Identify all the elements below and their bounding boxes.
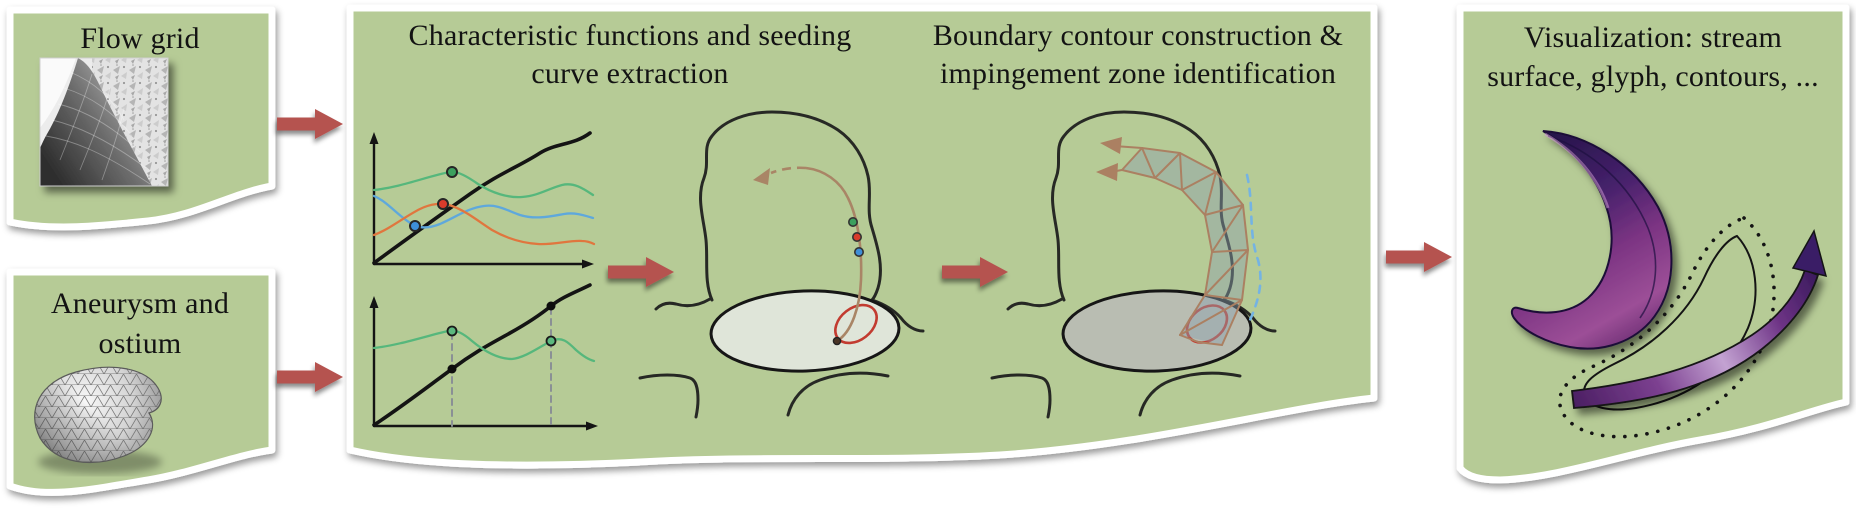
green-max-marker [446, 325, 458, 337]
aneurysm-title-line2: ostium [98, 327, 182, 360]
red-sample-dot [851, 232, 862, 243]
blue-dashed-boundary [1245, 173, 1262, 322]
visualization-title-line2: surface, glyph, contours, ... [1487, 60, 1819, 93]
stream-surface-rendering [1510, 130, 1673, 350]
boundary-step-title: Boundary contour construction & impingem… [880, 17, 1396, 93]
contour-dotted [1557, 215, 1776, 439]
band-arrowhead [1100, 137, 1122, 154]
flow-grid-title: Flow grid [30, 20, 250, 58]
flow-grid-title-text: Flow grid [80, 22, 200, 55]
aneurysm-title: Aneurysm and ostium [15, 284, 265, 364]
boundary-step-title-line2: impingement zone identification [939, 57, 1337, 90]
characteristic-top-chart [369, 131, 596, 269]
streamline-arrowhead [753, 168, 770, 185]
ostium-ellipse [1061, 289, 1253, 373]
aneurysm-sketch-boundary [990, 110, 1277, 419]
visualization-title-line1: Visualization: stream [1523, 21, 1783, 54]
visualization-title: Visualization: stream surface, glyph, co… [1462, 18, 1844, 96]
blue-min-marker [409, 220, 421, 232]
red-max-marker [437, 198, 449, 210]
green-max-marker [545, 335, 557, 347]
blue-sample-dot [853, 247, 864, 258]
black-dot-marker [546, 301, 556, 311]
characteristic-bottom-chart [369, 283, 598, 431]
ostium-ellipse [709, 289, 901, 373]
green-sample-dot [847, 217, 858, 228]
seeding-step-title-line1: Characteristic functions and seeding [408, 19, 852, 52]
streamline-dashed-tail [770, 166, 807, 175]
boundary-step-title-line1: Boundary contour construction & [932, 19, 1344, 52]
arrow-flowgrid-to-pipeline [277, 109, 343, 139]
aneurysm-sketch-seeding [638, 110, 925, 419]
band-arrowhead [1096, 163, 1118, 181]
seed-point [832, 336, 842, 346]
flow-grid-thumbnail [39, 57, 169, 187]
seeding-step-title-line2: curve extraction [531, 57, 729, 90]
seeding-step-title: Characteristic functions and seeding cur… [368, 17, 892, 93]
aneurysm-title-line1: Aneurysm and [50, 287, 230, 320]
arrow-pipeline-to-visualization [1386, 242, 1452, 272]
green-max-marker [446, 166, 458, 178]
glyph-ribbon [1571, 229, 1828, 409]
ribbon-arrowhead [1791, 229, 1828, 278]
aneurysm-mesh-thumbnail [34, 366, 162, 474]
arrow-aneurysm-to-pipeline [277, 362, 343, 392]
black-dot-marker [447, 364, 457, 374]
